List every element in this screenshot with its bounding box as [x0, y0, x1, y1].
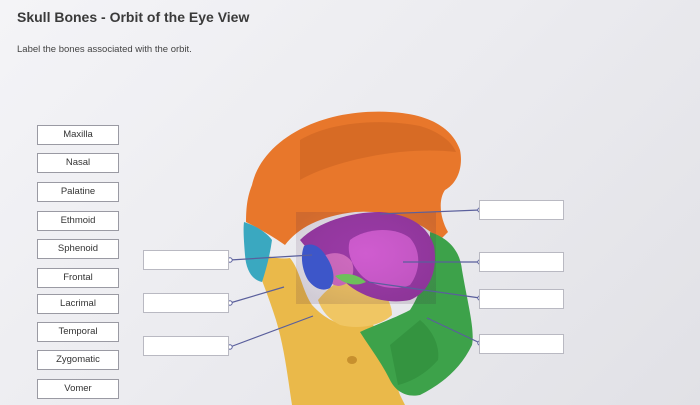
drop-target-right-3[interactable]: [479, 289, 564, 309]
label-lacrimal[interactable]: Lacrimal: [37, 294, 119, 314]
drop-target-left-1[interactable]: [143, 250, 229, 270]
drop-target-right-2[interactable]: [479, 252, 564, 272]
drop-target-left-2[interactable]: [143, 293, 229, 313]
page-title: Skull Bones - Orbit of the Eye View: [17, 9, 250, 25]
label-ethmoid[interactable]: Ethmoid: [37, 211, 119, 231]
lacrimal-bone: [301, 244, 334, 290]
drop-target-right-1[interactable]: [479, 200, 564, 220]
label-frontal[interactable]: Frontal: [37, 268, 119, 288]
label-vomer[interactable]: Vomer: [37, 379, 119, 399]
leader-lines: [229, 209, 481, 348]
frontal-bone: [246, 111, 461, 245]
label-temporal[interactable]: Temporal: [37, 322, 119, 342]
zygomatic-bone: [360, 232, 473, 396]
label-zygomatic[interactable]: Zygomatic: [37, 350, 119, 370]
instruction-text: Label the bones associated with the orbi…: [17, 44, 192, 55]
maxilla-bone: [250, 250, 405, 405]
label-sphenoid[interactable]: Sphenoid: [37, 239, 119, 259]
label-nasal[interactable]: Nasal: [37, 153, 119, 173]
drop-target-right-4[interactable]: [479, 334, 564, 354]
label-maxilla[interactable]: Maxilla: [37, 125, 119, 145]
drop-target-left-3[interactable]: [143, 336, 229, 356]
label-palatine[interactable]: Palatine: [37, 182, 119, 202]
nasal-bone: [243, 222, 272, 282]
